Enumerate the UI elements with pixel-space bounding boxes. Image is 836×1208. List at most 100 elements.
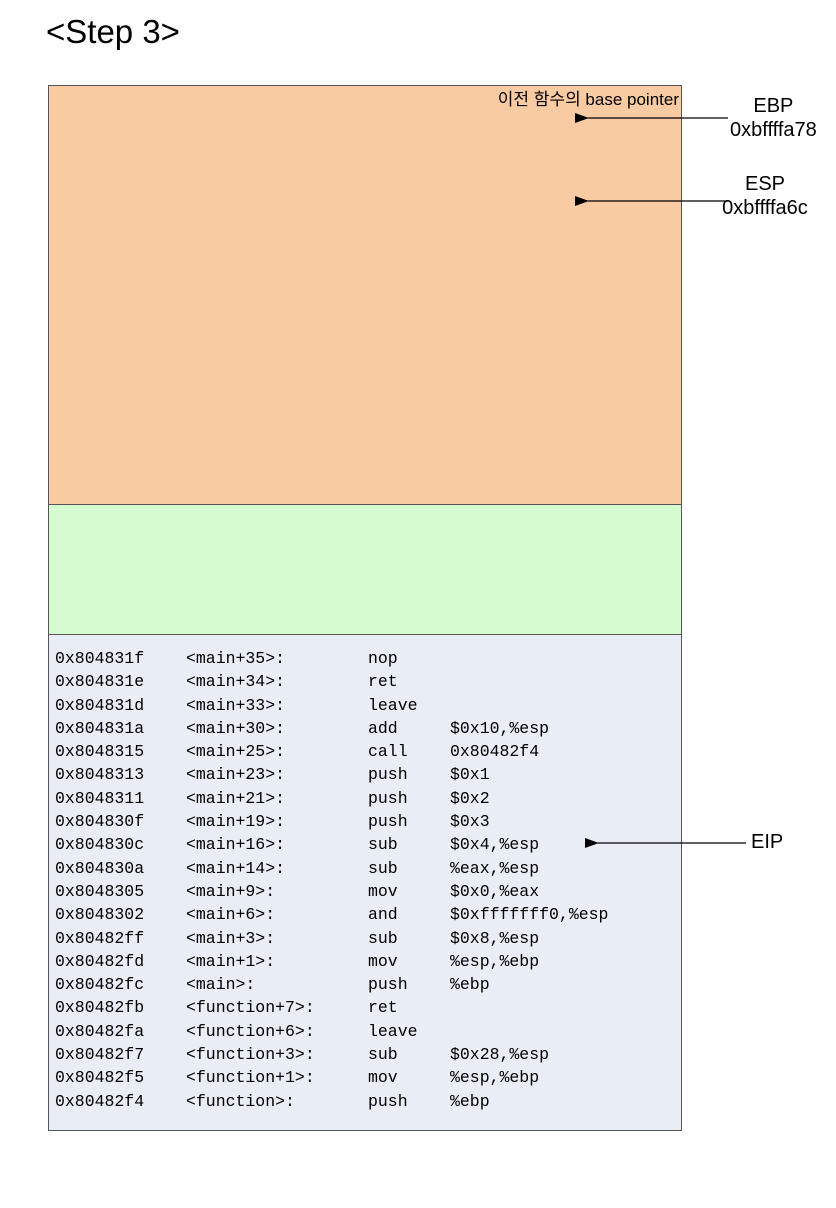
instruction-opcode: call: [368, 742, 408, 762]
instruction-row: 0x804831e <main+34>: ret: [55, 670, 682, 693]
instruction-opcode: sub: [368, 858, 398, 878]
instruction-row: 0x80482fa<function+6>:leave: [55, 1020, 682, 1043]
instruction-symbol: <main+30>:: [186, 718, 286, 738]
instruction-operands: $0x0,%eax: [450, 881, 540, 901]
instruction-row: 0x80482f7 <function+3>: sub $0x28,%esp: [55, 1043, 682, 1066]
instruction-operands: %esp,%ebp: [450, 1068, 540, 1088]
instruction-row: 0x80482f4<function>:push%ebp: [55, 1090, 682, 1113]
instruction-address: 0x804831f: [55, 649, 145, 668]
instruction-row: 0x80482f5<function+1>:mov%esp,%ebp: [55, 1066, 682, 1089]
instruction-row: 0x8048302 <main+6>: and $0xfffffff0,%esp: [55, 903, 682, 926]
instruction-opcode: and: [368, 905, 398, 925]
instruction-address: 0x80482fc: [55, 975, 145, 995]
instruction-address: 0x80482fd: [55, 951, 145, 971]
esp-name: ESP: [744, 173, 786, 195]
esp-register-label: ESP 0xbffffa6c: [706, 172, 824, 220]
instruction-operands: $0x10,%esp: [450, 718, 550, 738]
instruction-address: 0x8048302: [55, 905, 145, 925]
instruction-operands: %ebp: [450, 1091, 490, 1111]
instruction-address: 0x80482ff: [55, 928, 145, 948]
eip-name: EIP: [751, 831, 784, 853]
instruction-symbol: <main+25>:: [186, 742, 286, 762]
instruction-address: 0x80482f7: [55, 1045, 145, 1065]
instruction-operands: %ebp: [450, 975, 490, 995]
instruction-address: 0x804830a: [55, 858, 145, 878]
instruction-symbol: <main+1>:: [186, 951, 276, 971]
instruction-opcode: push: [368, 812, 408, 832]
instruction-row: 0x80482fc<main>:push%ebp: [55, 973, 682, 996]
instruction-opcode: mov: [368, 881, 398, 901]
instruction-address: 0x8048315: [55, 742, 145, 762]
instruction-operands: $0x28,%esp: [450, 1045, 550, 1065]
code-segment-box: 0x804831f <main+35>: nop 0x804831e <main+34>…: [48, 634, 682, 1131]
instruction-row: 0x804831a <main+30>: add $0x10,%esp: [55, 717, 682, 740]
instruction-address: 0x80482fb: [55, 998, 145, 1018]
stack-frame-box: 이전 함수의 base pointer: [48, 85, 682, 505]
instruction-operands: $0xfffffff0,%esp: [450, 905, 609, 925]
instruction-operands: %eax,%esp: [450, 858, 540, 878]
instruction-address: 0x80482f4: [55, 1091, 145, 1111]
instruction-opcode: mov: [368, 1068, 398, 1088]
instruction-symbol: <function+7>:: [186, 998, 315, 1018]
instruction-list: 0x804831f <main+35>: nop 0x804831e <main+34>…: [55, 647, 682, 1113]
esp-value: 0xbffffa6c: [722, 197, 808, 219]
instruction-opcode: push: [368, 975, 408, 995]
previous-base-pointer-label: 이전 함수의 base pointer: [497, 90, 679, 109]
instruction-row: 0x804831f <main+35>: nop: [55, 647, 682, 670]
instruction-symbol: <main+34>:: [186, 672, 286, 692]
ebp-value: 0xbffffa78: [730, 119, 817, 141]
instruction-symbol: <main+35>:: [186, 649, 286, 668]
instruction-address: 0x8048313: [55, 765, 145, 785]
instruction-row: 0x80482fd<main+1>:mov%esp,%ebp: [55, 950, 682, 973]
instruction-address: 0x804831e: [55, 672, 145, 692]
instruction-symbol: <main+19>:: [186, 812, 286, 832]
instruction-opcode: leave: [368, 695, 418, 715]
instruction-opcode: sub: [368, 835, 398, 855]
instruction-operands: $0x2: [450, 788, 490, 808]
instruction-opcode: add: [368, 718, 398, 738]
instruction-symbol: <function+1>:: [186, 1068, 315, 1088]
instruction-operands: $0x4,%esp: [450, 835, 540, 855]
instruction-symbol: <function+3>:: [186, 1045, 315, 1065]
instruction-opcode: sub: [368, 1045, 398, 1065]
instruction-row: 0x8048313<main+23>:push$0x1: [55, 763, 682, 786]
instruction-symbol: <main+6>:: [186, 905, 276, 925]
instruction-row: 0x80482ff<main+3>:sub$0x8,%esp: [55, 927, 682, 950]
instruction-opcode: sub: [368, 928, 398, 948]
instruction-operands: $0x3: [450, 812, 490, 832]
instruction-row: 0x8048311 <main+21>: push $0x2: [55, 787, 682, 810]
instruction-address: 0x8048311: [55, 788, 145, 808]
instruction-symbol: <main+21>:: [186, 788, 286, 808]
step-title: <Step 3>: [46, 13, 180, 50]
instruction-opcode: leave: [368, 1021, 418, 1041]
instruction-address: 0x804831d: [55, 695, 145, 715]
instruction-row: 0x804830a <main+14>: sub %eax,%esp: [55, 857, 682, 880]
instruction-row: 0x8048305 <main+9>: mov $0x0,%eax: [55, 880, 682, 903]
instruction-opcode: mov: [368, 951, 398, 971]
instruction-opcode: push: [368, 1091, 408, 1111]
instruction-operands: 0x80482f4: [450, 742, 540, 762]
instruction-opcode: push: [368, 765, 408, 785]
instruction-address: 0x804831a: [55, 718, 145, 738]
instruction-row: 0x8048315 <main+25>: call 0x80482f4: [55, 740, 682, 763]
instruction-opcode: ret: [368, 998, 398, 1018]
instruction-symbol: <main+14>:: [186, 858, 286, 878]
instruction-opcode: push: [368, 788, 408, 808]
instruction-row: 0x80482fb <function+7>: ret: [55, 996, 682, 1019]
instruction-opcode: nop: [368, 649, 398, 668]
instruction-symbol: <main+23>:: [186, 765, 286, 785]
instruction-row: 0x804831d <main+33>: leave: [55, 694, 682, 717]
instruction-address: 0x804830c: [55, 835, 145, 855]
instruction-row: 0x804830c <main+16>: sub $0x4,%esp: [55, 833, 682, 856]
instruction-symbol: <main+9>:: [186, 881, 276, 901]
instruction-row: 0x804830f<main+19>:push$0x3: [55, 810, 682, 833]
instruction-symbol: <main+33>:: [186, 695, 286, 715]
eip-register-label: EIP: [751, 830, 783, 854]
instruction-operands: $0x8,%esp: [450, 928, 540, 948]
stack-region-box: [48, 504, 682, 635]
instruction-opcode: ret: [368, 672, 398, 692]
instruction-address: 0x8048305: [55, 881, 145, 901]
instruction-symbol: <main+16>:: [186, 835, 286, 855]
ebp-register-label: EBP 0xbffffa78: [730, 94, 817, 142]
